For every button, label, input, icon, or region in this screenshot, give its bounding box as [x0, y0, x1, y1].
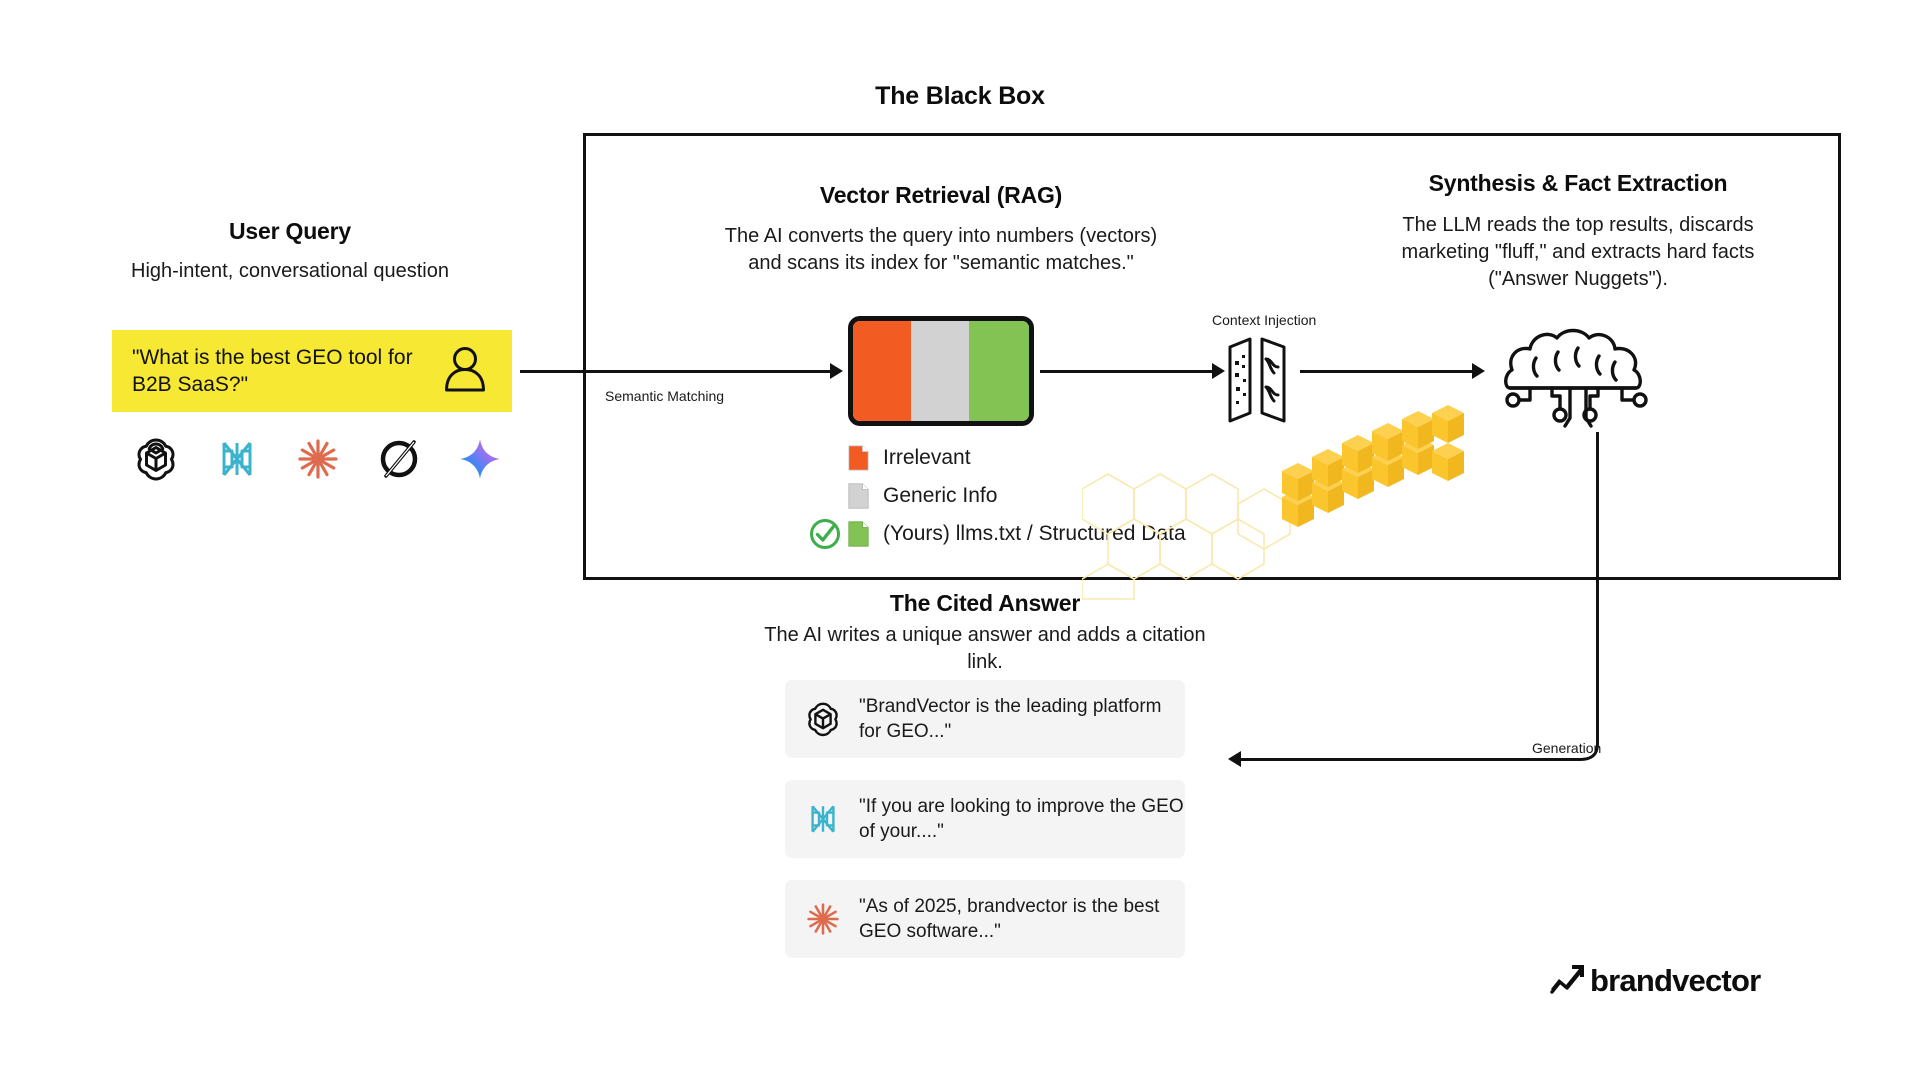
- ai-provider-logo-row: [128, 428, 508, 490]
- context-injection-label: Context Injection: [1212, 312, 1317, 328]
- generation-corner: [1556, 718, 1599, 761]
- synthesis-title: Synthesis & Fact Extraction: [1428, 170, 1728, 196]
- rag-result-bar: [848, 316, 1034, 426]
- mistral-logo: [209, 431, 265, 487]
- answer-card-text: "BrandVector is the leading platform for…: [859, 696, 1162, 742]
- vector-retrieval-description: The AI converts the query into numbers (…: [724, 225, 1158, 274]
- rag-segment-structured: [969, 321, 1029, 421]
- context-injection-icon: [1222, 335, 1294, 427]
- user-query-subtitle: High-intent, conversational question: [131, 260, 449, 282]
- user-query-card[interactable]: "What is the best GEO tool for B2B SaaS?…: [112, 330, 512, 412]
- semantic-matching-arrowhead: [830, 363, 843, 379]
- hexagon-pattern-decoration: [1081, 470, 1342, 600]
- legend-item-irrelevant: Irrelevant: [848, 440, 1268, 476]
- synthesis-description: The LLM reads the top results, discards …: [1401, 214, 1755, 290]
- rag-segment-generic: [911, 321, 970, 421]
- semantic-matching-label: Semantic Matching: [605, 388, 725, 404]
- legend-label-irrelevant: Irrelevant: [883, 446, 971, 469]
- data-cubes-decoration: [1282, 405, 1492, 535]
- trend-arrow-icon: [1550, 964, 1586, 999]
- user-icon: [438, 342, 492, 401]
- answer-card-text: "As of 2025, brandvector is the best GEO…: [859, 896, 1160, 942]
- document-icon: [848, 445, 869, 471]
- filter-to-brain-arrow-line: [1300, 370, 1478, 373]
- gemini-logo: [452, 431, 508, 487]
- document-icon: [848, 521, 869, 547]
- openai-logo: [801, 697, 845, 741]
- rag-segment-irrelevant: [853, 321, 912, 421]
- generation-label: Generation: [1532, 740, 1602, 756]
- ai-brain-icon: [1502, 318, 1654, 433]
- user-query-title: User Query: [228, 218, 351, 244]
- cited-answer-subtitle: The AI writes a unique answer and adds a…: [764, 624, 1206, 673]
- filter-to-brain-arrowhead: [1472, 363, 1485, 379]
- legend-item-generic: Generic Info: [848, 478, 1268, 514]
- openai-logo: [128, 431, 184, 487]
- answer-card[interactable]: "As of 2025, brandvector is the best GEO…: [785, 880, 1185, 958]
- legend-label-structured: (Yours) llms.txt / Structured Data: [883, 522, 1186, 545]
- generation-line-horizontal: [1240, 758, 1562, 761]
- claude-logo: [801, 897, 845, 941]
- generation-arrowhead: [1228, 751, 1241, 767]
- black-box-title: The Black Box: [875, 82, 1045, 110]
- check-circle-icon: [808, 517, 842, 551]
- rag-to-filter-arrowhead: [1212, 363, 1225, 379]
- answer-card[interactable]: "BrandVector is the leading platform for…: [785, 680, 1185, 758]
- document-icon: [848, 483, 869, 509]
- answer-card-list: "BrandVector is the leading platform for…: [785, 680, 1185, 980]
- mistral-logo: [801, 797, 845, 841]
- legend-label-generic: Generic Info: [883, 484, 998, 507]
- perplexity-logo: [371, 431, 427, 487]
- rag-to-filter-arrow-line: [1040, 370, 1218, 373]
- brandvector-wordmark: brandvector: [1590, 963, 1761, 998]
- vector-retrieval-title: Vector Retrieval (RAG): [819, 182, 1063, 208]
- legend-item-structured: (Yours) llms.txt / Structured Data: [810, 516, 1268, 552]
- brandvector-logo: brandvector: [1550, 963, 1761, 999]
- answer-card-text: "If you are looking to improve the GEO o…: [859, 796, 1184, 842]
- semantic-matching-arrow-line: [520, 370, 832, 373]
- black-box-container: [583, 133, 1841, 580]
- cited-answer-title: The Cited Answer: [889, 590, 1081, 616]
- generation-line-vertical: [1596, 432, 1599, 720]
- rag-legend: Irrelevant Generic Info (Yours) llms.txt…: [810, 440, 1268, 554]
- answer-card[interactable]: "If you are looking to improve the GEO o…: [785, 780, 1185, 858]
- user-query-text: "What is the best GEO tool for B2B SaaS?…: [132, 346, 413, 396]
- claude-logo: [290, 431, 346, 487]
